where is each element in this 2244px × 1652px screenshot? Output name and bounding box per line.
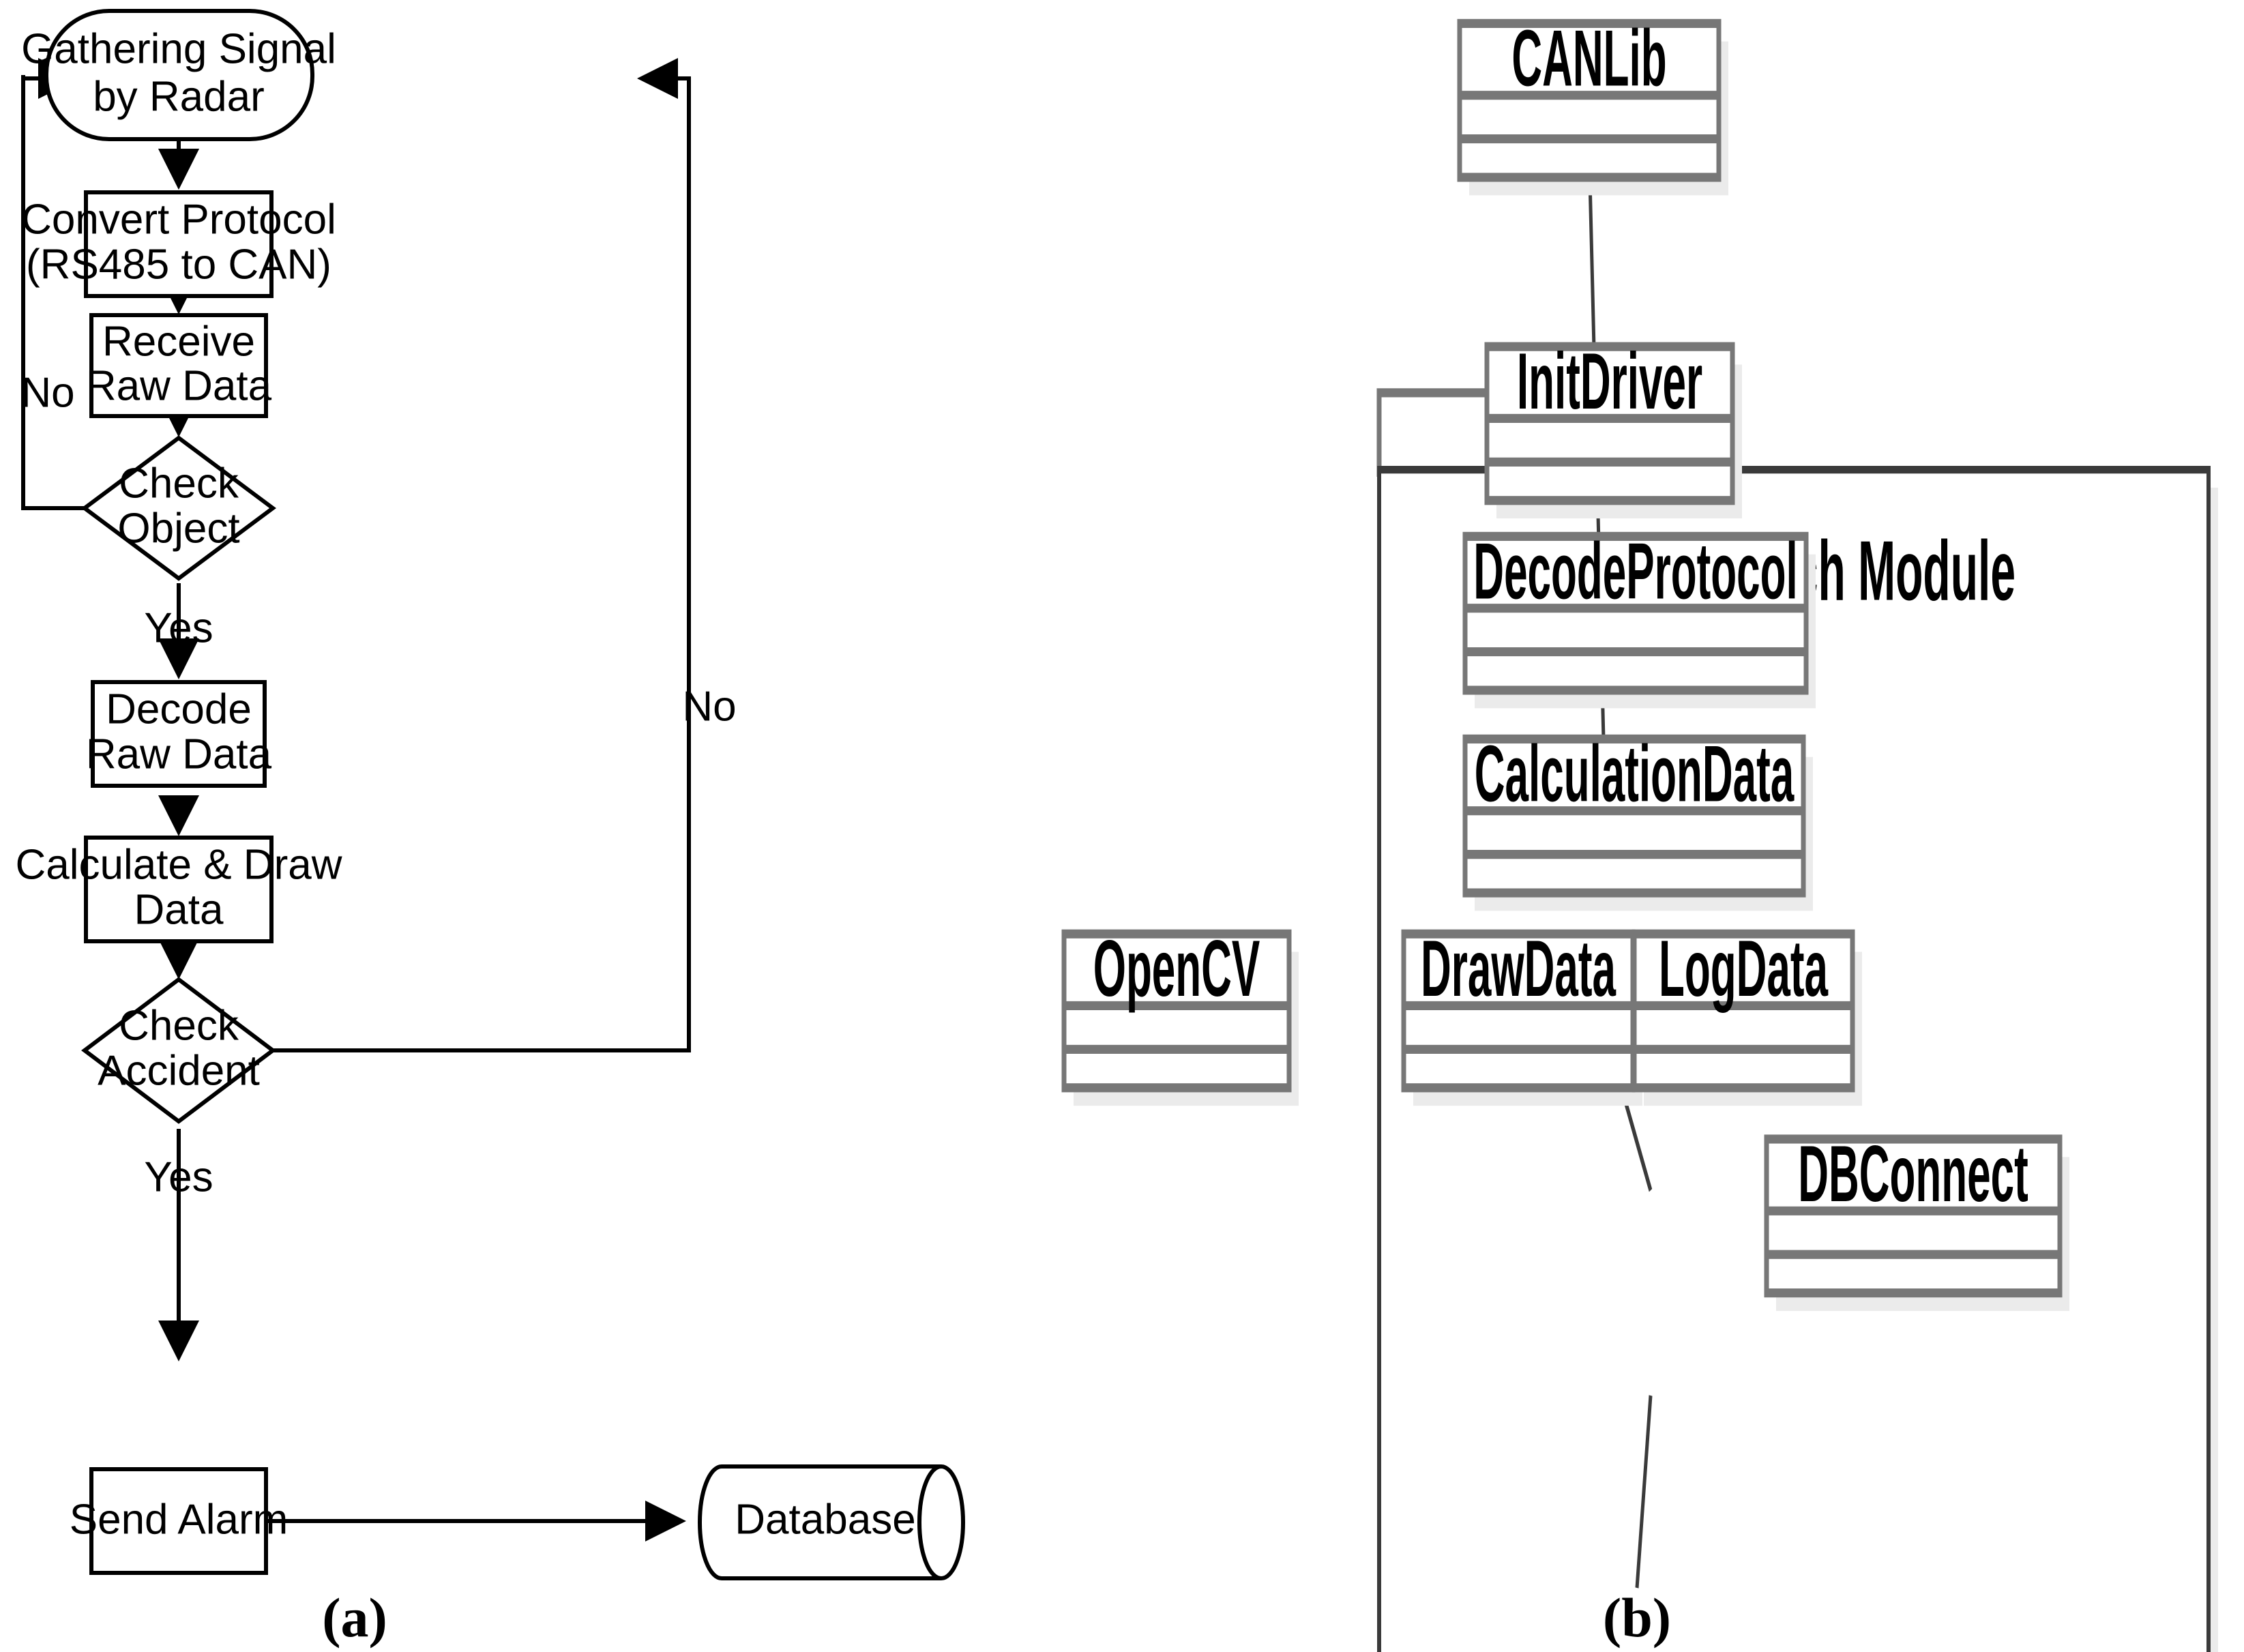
uml-class-opencv: OpenCV	[1061, 924, 1299, 1106]
calculationdata-box	[1462, 734, 1806, 898]
database-cylinder-endcap	[917, 1464, 942, 1580]
alarm-process-shape	[89, 1467, 268, 1575]
opencv-box	[1061, 929, 1292, 1093]
flowchart-node-calculate: Calculate & Draw Data	[16, 836, 342, 943]
edge-label-checkaccident-no: No	[682, 683, 736, 730]
checkaccident-label-line2: Accident	[98, 1047, 260, 1094]
gather-terminator-shape	[44, 9, 314, 141]
uml-class-drawdata: DrawData	[1401, 924, 1642, 1106]
gather-label-line2: by Radar	[93, 73, 265, 120]
receive-label-line2: Raw Data	[86, 362, 272, 409]
uml-class-canlib: CANLib	[1457, 13, 1728, 196]
initdriver-box	[1484, 342, 1735, 505]
checkobject-label-line1: Check	[119, 460, 239, 507]
convert-label-line2: (RS485 to CAN)	[26, 241, 331, 288]
uml-class-logdata: LogData	[1632, 924, 1862, 1106]
decodeprotocol-name: DecodeProtocol	[1473, 526, 1797, 615]
uml-class-dbconnect: DBConnect	[1764, 1129, 2069, 1311]
receive-process-shape	[89, 313, 268, 418]
flowchart-node-convert: Convert Protocol (RS485 to CAN)	[21, 190, 336, 298]
alarm-label: Send Alarm	[70, 1496, 289, 1543]
dbconnect-name: DBConnect	[1798, 1129, 2028, 1218]
database-label: Database	[735, 1496, 915, 1543]
dbconnect-box	[1764, 1134, 2063, 1298]
checkaccident-label-line1: Check	[119, 1002, 239, 1049]
logdata-name: LogData	[1659, 924, 1829, 1013]
calculate-process-shape	[84, 836, 274, 943]
flowchart-node-receive: Receive Raw Data	[86, 313, 272, 418]
drawdata-name: DrawData	[1421, 924, 1616, 1013]
checkaccident-decision-shape	[81, 977, 276, 1124]
decode-label-line1: Decode	[106, 685, 252, 733]
calculate-label-line2: Data	[134, 886, 224, 933]
logdata-box	[1632, 929, 1855, 1093]
uml-class-calculationdata: CalculationData	[1462, 728, 1813, 911]
opencv-name: OpenCV	[1093, 924, 1260, 1013]
canlib-box	[1457, 18, 1722, 182]
flowchart-node-database: Database	[698, 1464, 965, 1580]
decodeprotocol-box	[1462, 531, 1809, 695]
checkobject-decision-shape	[80, 435, 277, 581]
uml-class-decodeprotocol: DecodeProtocol	[1462, 526, 1816, 709]
panel-a-caption: (a)	[322, 1587, 387, 1649]
flowchart-node-decode: Decode Raw Data	[86, 680, 272, 788]
gather-label-line1: Gathering Signal	[21, 25, 336, 72]
decode-process-shape	[91, 680, 267, 788]
convert-process-shape	[84, 190, 274, 298]
convert-label-line1: Convert Protocol	[21, 196, 336, 243]
edge-checkobject-no-loop	[21, 75, 91, 510]
edge-label-checkaccident-yes: Yes	[144, 1153, 213, 1200]
canlib-name: CANLib	[1511, 13, 1666, 102]
uml-panel: Radar Watch Module CANLib	[1061, 13, 2218, 1652]
decode-label-line2: Raw Data	[86, 731, 272, 778]
assoc-decodeprotocol-calculationdata	[1635, 1395, 1653, 1589]
flowchart-node-alarm: Send Alarm	[70, 1467, 289, 1575]
edge-label-checkobject-yes: Yes	[144, 604, 213, 651]
calculate-label-line1: Calculate & Draw	[16, 841, 342, 888]
flowchart-node-check-accident: Check Accident	[81, 977, 276, 1124]
checkobject-label-line2: Object	[117, 505, 239, 552]
flowchart-node-check-object: Check Object	[80, 435, 277, 581]
edge-label-checkobject-no: No	[20, 369, 74, 416]
drawdata-box	[1401, 929, 1636, 1093]
calculationdata-name: CalculationData	[1475, 728, 1795, 818]
uml-class-initdriver: InitDriver	[1484, 336, 1742, 519]
initdriver-name: InitDriver	[1517, 336, 1702, 426]
panel-b-caption: (b)	[1603, 1587, 1671, 1649]
flowchart-node-gather: Gathering Signal by Radar	[21, 9, 336, 141]
receive-label-line1: Receive	[102, 318, 255, 365]
edge-checkaccident-no-loop	[266, 76, 691, 1052]
